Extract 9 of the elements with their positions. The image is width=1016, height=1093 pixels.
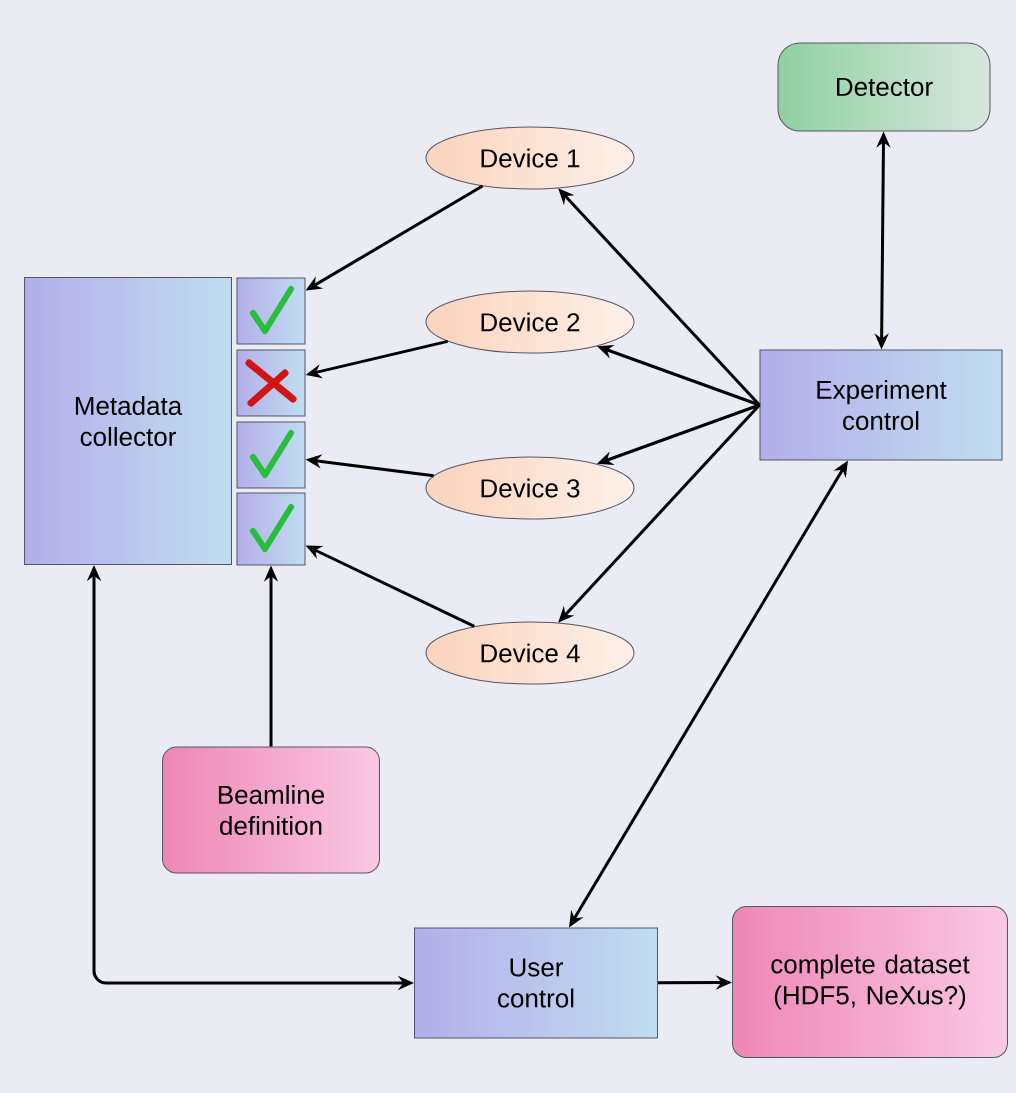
process-box: User control — [414, 927, 658, 1039]
status-cell — [236, 492, 306, 566]
process-box: Experiment control — [759, 349, 1003, 461]
status-cell — [236, 277, 306, 345]
rounded-box: Beamline definition — [162, 746, 380, 874]
status-cell — [236, 421, 306, 489]
rounded-box: complete dataset (HDF5, NeXus?) — [732, 906, 1008, 1058]
process-box: Metadata collector — [24, 277, 232, 565]
rounded-box: Detector — [777, 42, 991, 132]
